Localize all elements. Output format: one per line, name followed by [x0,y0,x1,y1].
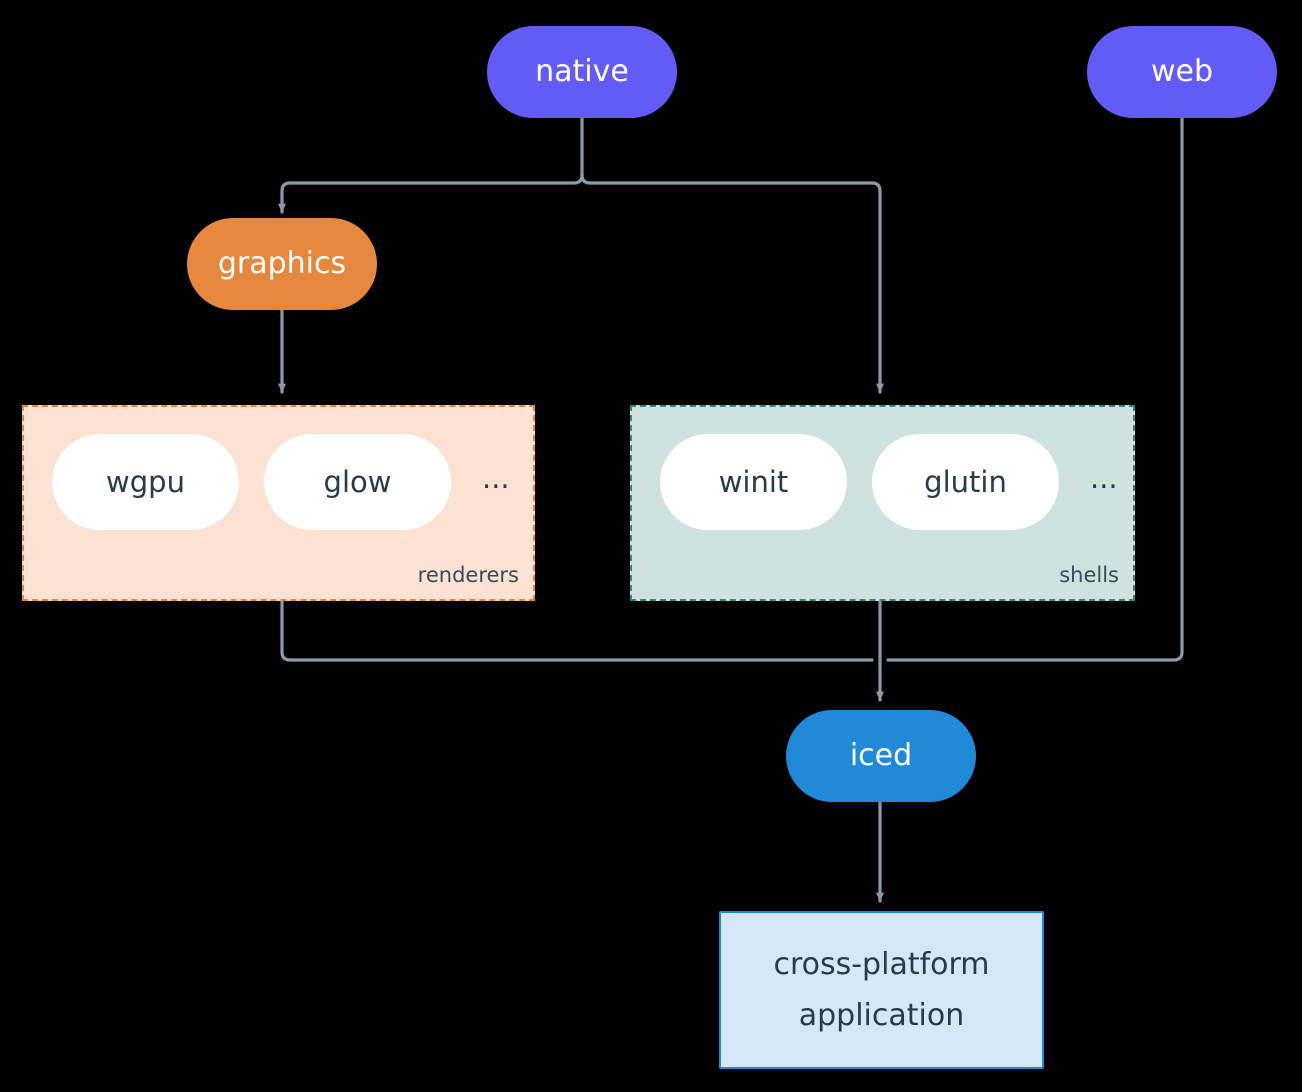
cluster-shells-items: winit glutin ... [660,434,1124,530]
chip-winit-label: winit [718,465,789,499]
cluster-shells-label: shells [1059,563,1119,587]
node-graphics-label: graphics [217,246,347,282]
node-native-label: native [535,54,629,90]
cluster-shells: winit glutin ... shells [630,405,1135,601]
node-iced[interactable]: iced [786,710,976,802]
renderers-overflow-ellipsis: ... [482,461,510,495]
shells-overflow-ellipsis: ... [1090,461,1118,495]
chip-winit[interactable]: winit [660,434,847,530]
node-iced-label: iced [849,738,913,774]
chip-wgpu-label: wgpu [106,465,185,499]
edge-renderers-to-iced [280,599,874,662]
node-cross-platform-application[interactable]: cross-platform application [719,911,1044,1069]
cluster-renderers-items: wgpu glow ... [52,434,516,530]
cluster-renderers-label: renderers [417,563,519,587]
node-web[interactable]: web [1087,26,1277,118]
edge-native-to-graphics [278,173,584,214]
chip-glow-label: glow [323,465,392,499]
chip-glutin-label: glutin [924,465,1007,499]
chip-glow[interactable]: glow [264,434,451,530]
node-graphics[interactable]: graphics [187,218,377,310]
edge-native-to-shells [580,173,884,394]
cluster-renderers: wgpu glow ... renderers [22,405,535,601]
node-native[interactable]: native [487,26,677,118]
chip-glutin[interactable]: glutin [872,434,1059,530]
chip-wgpu[interactable]: wgpu [52,434,239,530]
node-web-label: web [1150,54,1214,90]
node-application-line1: cross-platform [773,946,990,982]
node-application-line2: application [798,998,965,1033]
